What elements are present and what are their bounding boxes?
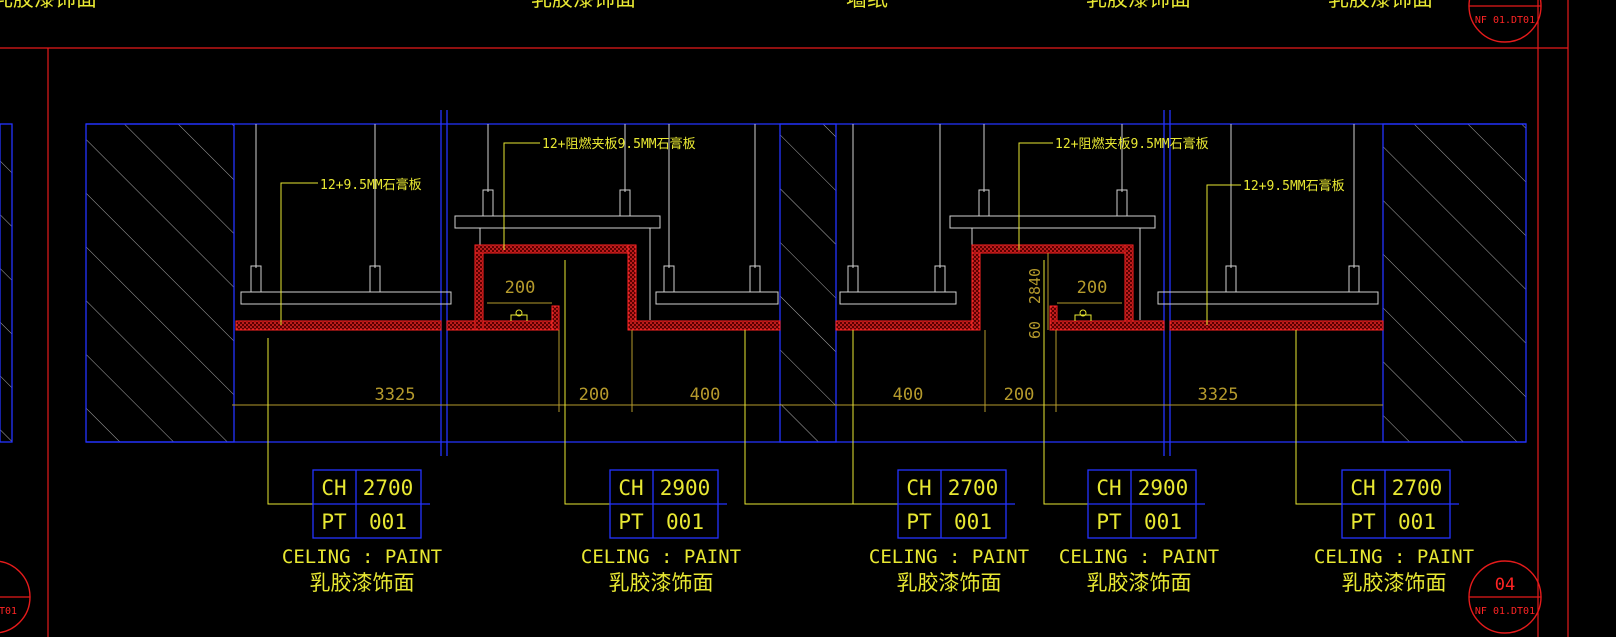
- pt-value: 001: [954, 510, 992, 534]
- top-row-labels: 乳胶漆饰面 乳胶漆饰面 墙纸 乳胶漆饰面 乳胶漆饰面: [0, 0, 1433, 11]
- dimension-vertical-b: 2840: [1026, 268, 1044, 304]
- pt-value: 001: [369, 510, 407, 534]
- dimension-left-trough: 200: [505, 278, 536, 298]
- pt-value: 001: [666, 510, 704, 534]
- pt-value: 001: [1398, 510, 1436, 534]
- pt-label: PT: [1096, 510, 1122, 534]
- ceiling-tag-1: CH 2700 PT 001 CELING : PAINT 乳胶漆饰面: [282, 469, 442, 595]
- ch-value: 2900: [1138, 476, 1189, 500]
- caption-cn: 乳胶漆饰面: [310, 571, 415, 595]
- suspension-system: [240, 124, 1379, 320]
- top-label: 乳胶漆饰面: [0, 0, 97, 11]
- section-ref: NF 01.DT01: [1475, 606, 1535, 617]
- callout-leaders: [280, 142, 1241, 325]
- caption-cn: 乳胶漆饰面: [1087, 571, 1192, 595]
- section-ref: NF 01.DT01: [1475, 15, 1535, 26]
- dimension-vertical-a: 60: [1026, 321, 1044, 339]
- dimension-texts: 3325 200 400 400 200 3325 200 200 60 284…: [375, 268, 1239, 405]
- ch-label: CH: [1096, 476, 1121, 500]
- caption-en: CELING : PAINT: [581, 546, 741, 568]
- top-label: 乳胶漆饰面: [531, 0, 636, 11]
- caption-en: CELING : PAINT: [1059, 546, 1219, 568]
- ch-value: 2700: [948, 476, 999, 500]
- ch-label: CH: [618, 476, 643, 500]
- dimension-right-span: 3325: [1198, 385, 1239, 405]
- ch-label: CH: [1350, 476, 1375, 500]
- dimension-left-step-a: 200: [579, 385, 610, 405]
- dimension-left-span: 3325: [375, 385, 416, 405]
- dimension-left-step-b: 400: [690, 385, 721, 405]
- ceiling-tag-3: CH 2700 PT 001 CELING : PAINT 乳胶漆饰面: [869, 469, 1029, 595]
- top-label: 乳胶漆饰面: [1328, 0, 1433, 11]
- dimension-right-step-a: 200: [1004, 385, 1035, 405]
- caption-cn: 乳胶漆饰面: [1342, 571, 1447, 595]
- ceiling-tag-4: CH 2900 PT 001 CELING : PAINT 乳胶漆饰面: [1059, 469, 1219, 595]
- top-label: 墙纸: [846, 0, 888, 11]
- dimension-right-trough: 200: [1077, 278, 1108, 298]
- section-marker-bottom-right: 04 NF 01.DT01: [1468, 560, 1542, 634]
- pt-label: PT: [321, 510, 347, 534]
- ch-value: 2900: [660, 476, 711, 500]
- concrete-walls: [0, 123, 1527, 443]
- caption-cn: 乳胶漆饰面: [897, 571, 1002, 595]
- pt-label: PT: [1350, 510, 1376, 534]
- dimension-right-step-b: 400: [893, 385, 924, 405]
- section-number: 04: [1495, 575, 1515, 595]
- callout-left-mid-board: 12+阻燃夹板9.5MM石膏板: [542, 136, 696, 152]
- ch-value: 2700: [1392, 476, 1443, 500]
- dimension-lines: [232, 253, 1383, 412]
- light-fixtures: [510, 309, 1092, 321]
- gypsum-board-profile: [235, 244, 1384, 331]
- callout-right-board: 12+9.5MM石膏板: [1243, 178, 1345, 194]
- ceiling-tag-2: CH 2900 PT 001 CELING : PAINT 乳胶漆饰面: [581, 469, 741, 595]
- section-marker-top-right: NF 01.DT01: [1468, 0, 1542, 43]
- pt-value: 001: [1144, 510, 1182, 534]
- caption-cn: 乳胶漆饰面: [609, 571, 714, 595]
- callout-left-board: 12+9.5MM石膏板: [320, 177, 422, 193]
- ch-value: 2700: [363, 476, 414, 500]
- pt-label: PT: [906, 510, 932, 534]
- ch-label: CH: [906, 476, 931, 500]
- top-label: 乳胶漆饰面: [1086, 0, 1191, 11]
- callout-right-mid-board: 12+阻燃夹板9.5MM石膏板: [1055, 136, 1209, 152]
- ceiling-tag-5: CH 2700 PT 001 CELING : PAINT 乳胶漆饰面: [1314, 469, 1474, 595]
- section-marker-left: DT01: [0, 560, 31, 634]
- drawing-frame: [0, 0, 1569, 637]
- blue-outline: [86, 110, 1526, 456]
- material-callouts: 12+9.5MM石膏板 12+阻燃夹板9.5MM石膏板 12+阻燃夹板9.5MM…: [320, 136, 1345, 194]
- section-ref: DT01: [0, 606, 17, 617]
- caption-en: CELING : PAINT: [1314, 546, 1474, 568]
- ch-label: CH: [321, 476, 346, 500]
- caption-en: CELING : PAINT: [869, 546, 1029, 568]
- tag-leaders: [267, 260, 1342, 505]
- caption-en: CELING : PAINT: [282, 546, 442, 568]
- pt-label: PT: [618, 510, 644, 534]
